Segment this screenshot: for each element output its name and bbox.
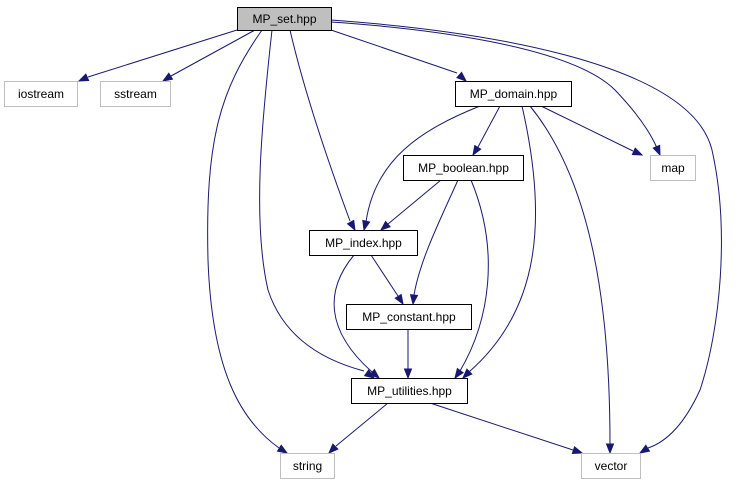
node-label: MP_domain.hpp [470,87,558,101]
node-vector: vector [581,453,641,479]
edge-line [259,29,365,372]
edge-mp-index-to-mp-constant [370,254,404,306]
arrowhead-icon [77,73,90,82]
node-iostream: iostream [4,81,78,107]
edge-mp-domain-to-map [540,105,644,156]
node-map: map [650,155,696,181]
edge-mp-set-to-iostream [77,29,238,82]
node-label: sstream [114,87,157,101]
edge-line [333,254,373,373]
arrowhead-icon [362,219,371,232]
edge-mp-constant-to-mp-utilities [403,329,413,380]
edge-line [330,29,458,74]
edge-mp-set-to-map [330,21,661,157]
node-box [351,378,468,404]
node-label: iostream [18,87,64,101]
node-box [346,304,472,330]
node-box [237,7,332,31]
arrowhead-icon [276,444,289,454]
node-label: vector [595,459,628,473]
node-sstream: sstream [100,81,171,107]
arrowhead-icon [369,368,381,379]
edge-line [529,105,611,445]
arrowhead-icon [462,368,473,379]
edge-mp-set-to-string [207,29,289,454]
edge-line [330,21,658,149]
edge-mp-index-to-mp-utilities [333,254,381,379]
node-box [581,453,641,479]
edge-mp-boolean-to-mp-index [379,179,442,231]
edge-line [370,254,399,297]
edge-mp-utilities-to-string [328,402,389,454]
nodes: MP_set.hpp iostream sstream MP_domain.hppMP… [4,7,696,479]
node-box [4,81,78,107]
edge-line [170,29,256,77]
edge-mp-boolean-to-mp-utilities [454,179,489,380]
node-mp-boolean[interactable]: MP_boolean.hpp [403,155,524,181]
node-mp-utilities[interactable]: MP_utilities.hpp [351,378,468,404]
node-mp-set[interactable]: MP_set.hpp [237,7,332,31]
edge-mp-domain-to-vector [529,105,615,455]
edge-line [540,105,634,152]
node-label: map [661,161,685,175]
node-string: string [280,453,335,479]
arrowhead-icon [472,144,482,157]
node-label: MP_set.hpp [252,12,316,26]
node-box [280,453,335,479]
edge-line [87,29,238,78]
node-label: MP_boolean.hpp [418,161,509,175]
arrowhead-icon [328,443,339,454]
edge-line [413,179,459,296]
edge-line [335,402,389,447]
arrowhead-icon [394,293,404,306]
edge-line [207,29,280,449]
edge-mp-domain-to-mp-index [362,105,481,232]
node-label: MP_index.hpp [325,236,402,250]
edge-line [477,105,501,148]
edge-mp-boolean-to-mp-constant [409,179,459,306]
edge-mp-set-to-mp-domain [330,29,468,82]
node-box [650,155,696,181]
node-label: string [293,459,322,473]
node-label: MP_utilities.hpp [367,384,452,398]
arrowhead-icon [409,294,419,306]
edge-line [468,105,537,373]
edge-mp-utilities-to-vector [429,402,584,455]
arrowhead-icon [379,220,391,231]
edge-line [387,179,442,225]
edge-mp-set-to-mp-index [289,29,356,232]
edge-mp-set-to-sstream [161,29,256,82]
edge-line [365,105,481,223]
edge-mp-domain-to-mp-utilities [462,105,537,379]
arrowhead-icon [638,444,651,454]
arrowhead-icon [605,443,615,455]
arrowhead-icon [454,367,464,380]
arrowhead-icon [631,147,644,156]
node-box [455,81,572,107]
edge-mp-set-to-vector [330,19,722,454]
arrowhead-icon [652,144,661,157]
node-box [309,230,418,256]
arrowhead-icon [346,219,356,232]
edge-mp-domain-to-mp-boolean [472,105,501,157]
arrowhead-icon [571,445,584,455]
node-box [403,155,524,181]
edges [77,19,722,455]
node-mp-constant[interactable]: MP_constant.hpp [346,304,472,330]
edge-line [330,19,722,449]
arrowhead-icon [161,72,174,82]
node-mp-index[interactable]: MP_index.hpp [309,230,418,256]
node-label: MP_constant.hpp [362,310,456,324]
arrowhead-icon [456,71,468,82]
arrowhead-icon [403,368,413,380]
edge-line [459,179,489,372]
node-box [100,81,171,107]
edge-line [289,29,351,222]
edge-line [429,402,574,451]
node-mp-domain[interactable]: MP_domain.hpp [455,81,572,107]
